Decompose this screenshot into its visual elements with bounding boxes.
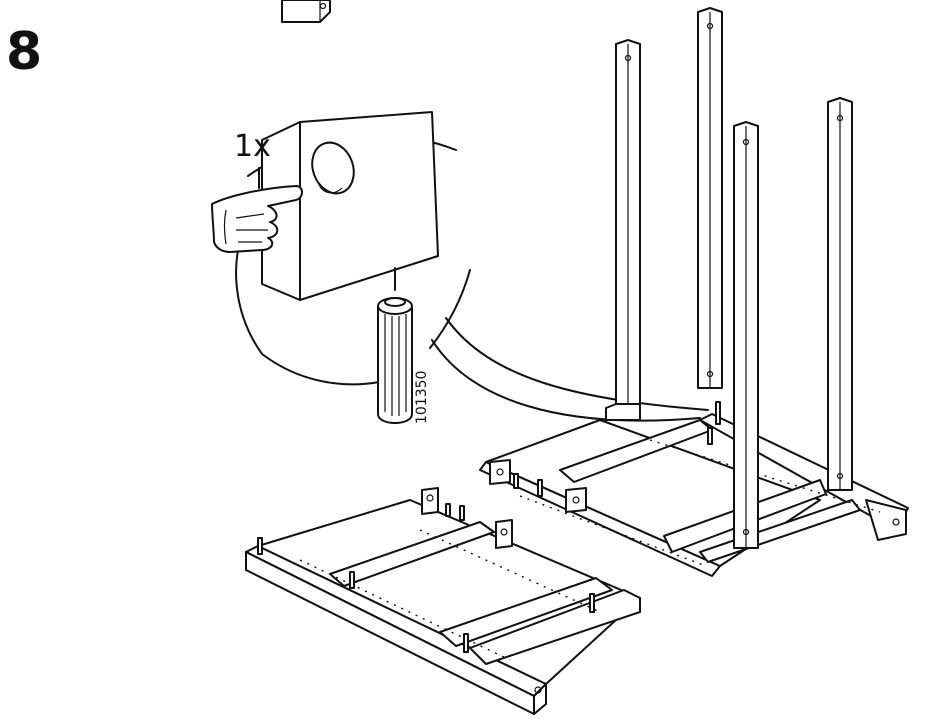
step-number: 8	[6, 22, 43, 82]
previous-part-fragment	[281, 0, 331, 23]
press-finger-icon	[211, 185, 303, 253]
quantity-label: 1x	[234, 129, 271, 164]
wooden-dowel	[377, 267, 413, 424]
left-frame	[245, 487, 641, 715]
upright-leg-1	[605, 39, 641, 421]
panel-edge-detail	[261, 111, 439, 301]
upright-leg-3	[733, 121, 759, 549]
upright-leg-4	[827, 97, 853, 491]
part-number-label: 101350	[414, 370, 430, 424]
upright-leg-2	[697, 7, 723, 389]
